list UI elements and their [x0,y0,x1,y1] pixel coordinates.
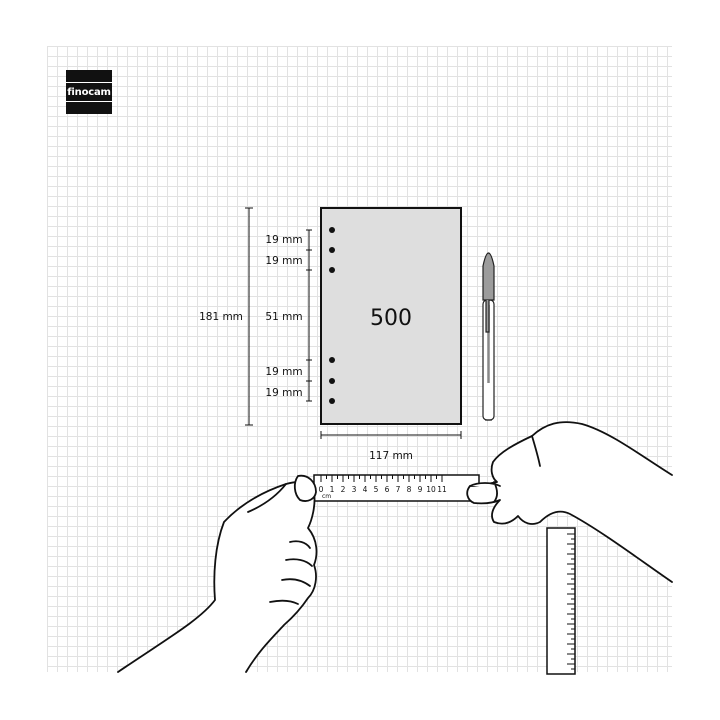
ruler-tick-label: 11 [437,485,447,494]
left-hand-icon [117,474,318,673]
right-hand-icon [466,421,673,583]
ruler-tick-label: 4 [363,485,368,494]
finocam-logo: finocam [66,70,112,114]
sheet-rect [320,207,462,425]
width-dimension: 117 mm [320,431,462,462]
logo-line-bottom [66,101,112,102]
ruler-tick-label: 10 [426,485,436,494]
punch-hole [329,247,335,253]
hole-gap-label-5: 19 mm [265,387,302,399]
ruler-tick-label: 1 [330,485,335,494]
ruler-tick-label: 9 [418,485,423,494]
hole-gap-label-1: 19 mm [265,234,302,246]
width-label: 117 mm [369,450,413,462]
ruler-tick-label: 0 [319,485,324,494]
punch-hole [329,398,335,404]
punch-hole [329,267,335,273]
ruler-tick-label: 2 [341,485,346,494]
refill-sheet: 500 [320,207,462,425]
pen-icon [482,252,495,421]
ruler-tick-label: 6 [385,485,390,494]
height-dimension: 181 mm [199,207,253,426]
punch-hole [329,227,335,233]
hole-gap-label-2: 19 mm [265,255,302,267]
ruler-tick-label: 7 [396,485,401,494]
hole-gap-label-3: 51 mm [265,311,302,323]
logo-line-top [66,82,112,83]
ruler-tick-label: 5 [374,485,379,494]
ruler-unit-label: cm [322,493,331,500]
height-label: 181 mm [199,311,243,323]
ruler-tick-label: 8 [407,485,412,494]
logo-text: finocam [67,87,111,98]
punch-hole [329,357,335,363]
hole-spacing-dimensions [306,229,312,402]
ruler-tick-label: 3 [352,485,357,494]
punch-hole [329,378,335,384]
hole-gap-label-4: 19 mm [265,366,302,378]
vertical-ruler-icon [546,527,576,675]
refill-number: 500 [370,306,412,331]
